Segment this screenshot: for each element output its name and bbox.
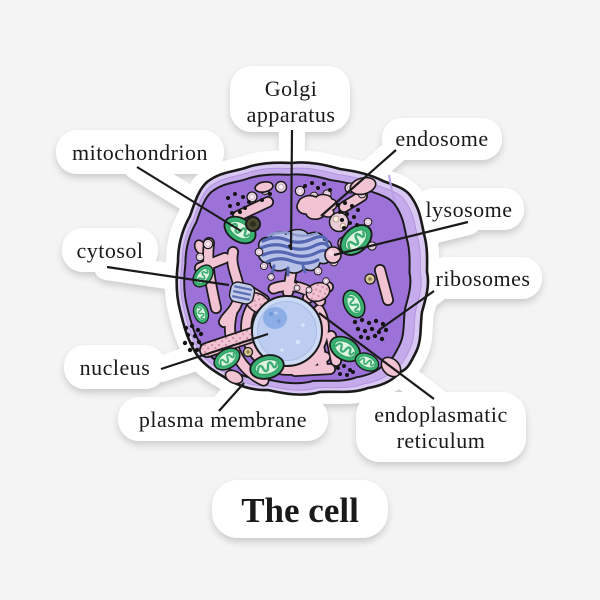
ribosomes-leader-line: [378, 290, 435, 331]
nucleolus: [263, 307, 287, 329]
mitochondrion-leader-line: [136, 166, 242, 232]
lysosome-leader-line: [333, 220, 469, 257]
er-leader-line: [318, 312, 435, 400]
endosome-leader-line: [320, 149, 397, 217]
label-er-line1: endoplasmatic: [374, 402, 508, 427]
cell-illustration: [175, 161, 430, 396]
peroxisomes: [242, 216, 376, 358]
cytosol-leader-line: [106, 265, 230, 287]
ribosome-dots: [182, 181, 389, 377]
label-golgi-line2: apparatus: [247, 102, 336, 127]
label-cytosol: cytosol: [76, 238, 143, 263]
label-plasma-membrane: plasma membrane: [139, 407, 307, 432]
label-endosome: endosome: [395, 126, 488, 151]
label-lysosome: lysosome: [425, 197, 512, 222]
leader-lines: [106, 129, 469, 412]
label-nucleus: nucleus: [80, 355, 151, 380]
labels: Golgi apparatus endosome mitochondrion l…: [72, 76, 531, 530]
plasma-membrane-leader-line: [218, 382, 245, 412]
diagram-title: The cell: [241, 491, 359, 530]
nucleus-leader-line: [160, 332, 269, 371]
lysosome-illustration: [324, 246, 342, 264]
label-er-line2: reticulum: [397, 428, 486, 453]
label-sticker-blobs: [56, 66, 542, 538]
smooth-er-stack: [228, 281, 256, 305]
label-golgi-line1: Golgi: [265, 76, 318, 101]
label-mitochondrion: mitochondrion: [72, 140, 208, 165]
label-ribosomes: ribosomes: [436, 266, 531, 291]
nucleus-illustration: [251, 295, 323, 367]
golgi-leader-line: [289, 129, 294, 251]
